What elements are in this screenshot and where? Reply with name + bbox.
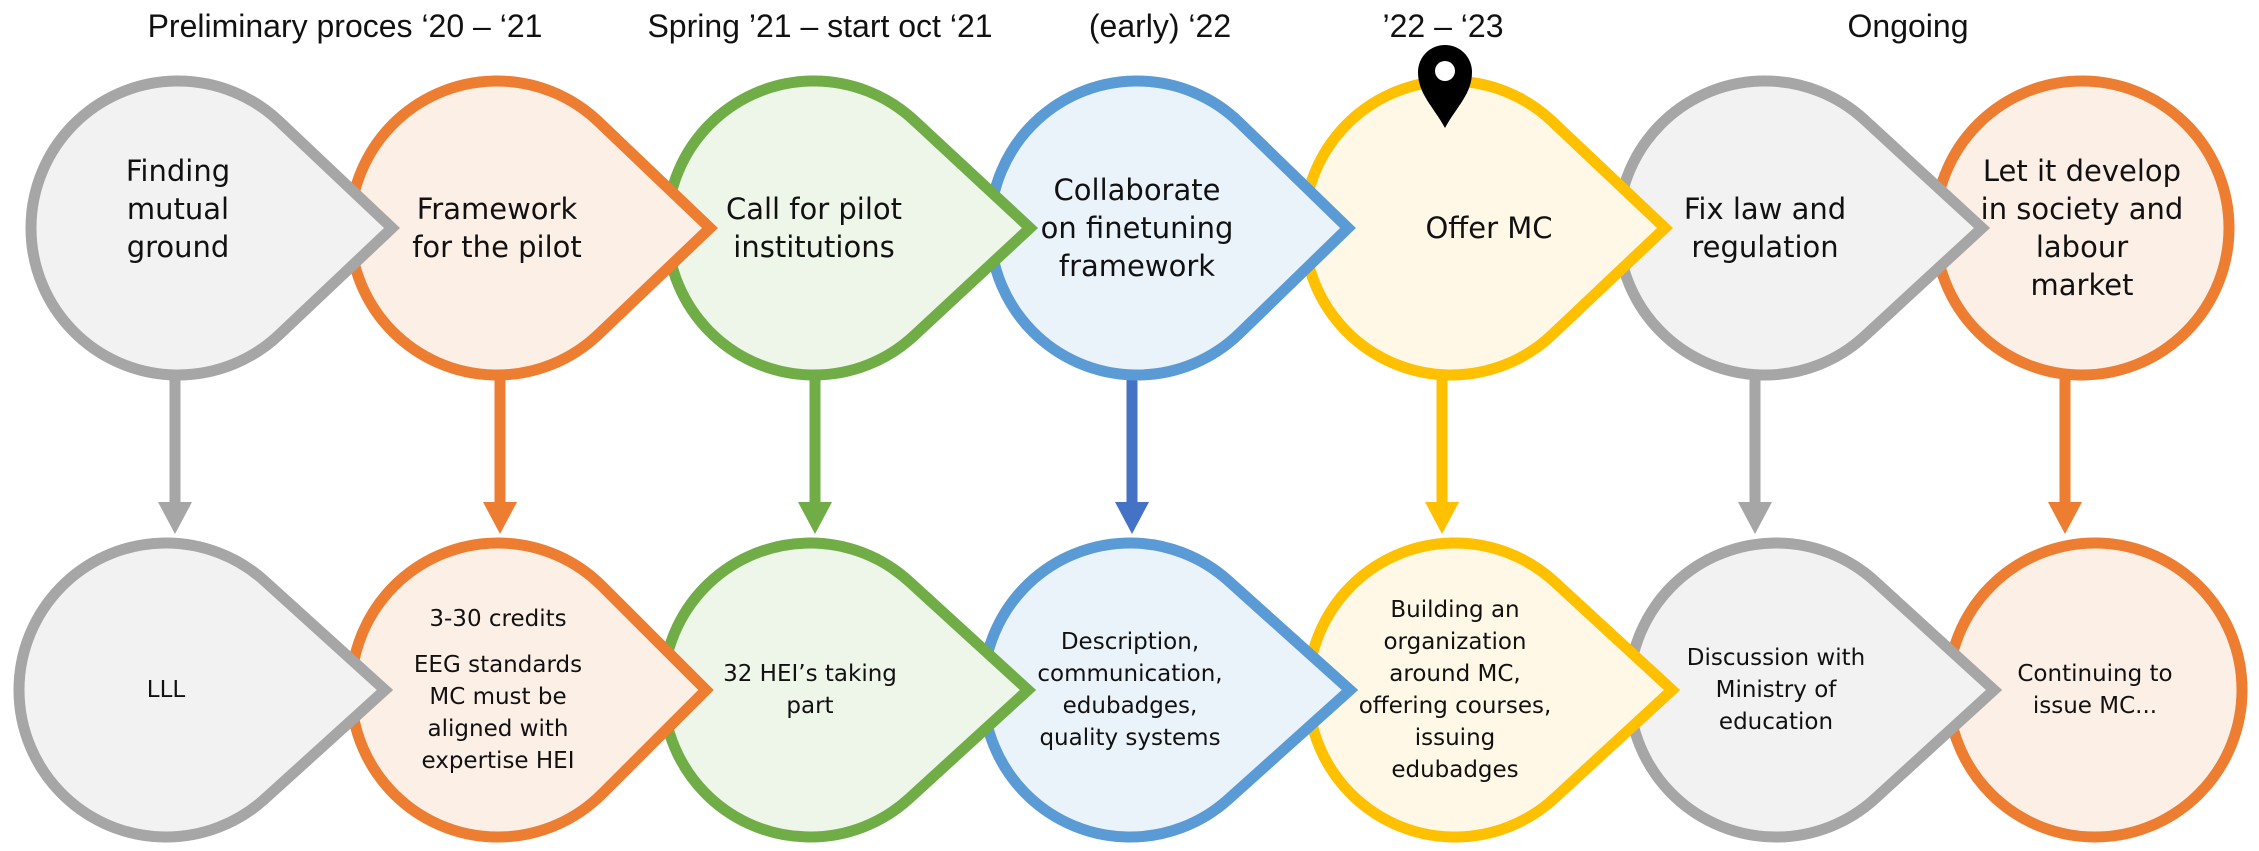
detail-building-organization: Building an organization around MC, offe…	[1325, 560, 1585, 820]
detail-description: Description, communication, edubadges, q…	[1000, 560, 1260, 820]
location-pin-icon	[1418, 45, 1472, 128]
down-arrow-fix-law-regulation	[1738, 378, 1772, 534]
step-finding-mutual-ground: Finding mutual ground	[125, 154, 231, 264]
phase-label-ongoing: Ongoing	[1847, 8, 1969, 44]
detail-credits-range: 3-30 credits	[429, 606, 567, 632]
step-let-it-develop: Let it develop in society and labour mar…	[1980, 154, 2184, 302]
phase-label-spring-21: Spring ’21 – start oct ‘21	[647, 8, 993, 44]
detail-ministry-discussion-text: Discussion with Ministry of education	[1686, 645, 1866, 735]
down-arrow-framework-pilot	[483, 378, 517, 534]
step-collaborate-finetuning: Collaborate on finetuning framework	[1040, 173, 1234, 283]
step-framework-pilot: Framework for the pilot	[412, 192, 582, 264]
detail-building-organization-text: Building an organization around MC, offe…	[1358, 597, 1552, 783]
step-fix-law-regulation: Fix law and regulation	[1683, 192, 1847, 264]
detail-hei-count: 32 HEI’s taking part	[680, 560, 940, 820]
top-node-collaborate-finetuning	[984, 75, 1356, 381]
detail-eeg-standards: EEG standards MC must be aligned with ex…	[413, 652, 583, 774]
bottom-node-finding-mutual-ground	[13, 537, 394, 843]
down-arrow-offer-mc	[1425, 378, 1459, 534]
detail-ministry-discussion: Discussion with Ministry of education	[1646, 560, 1906, 820]
detail-continuing-text: Continuing to issue MC...	[2017, 661, 2173, 719]
phase-label-early-22: (early) ‘22	[1088, 8, 1232, 44]
detail-hei-count-text: 32 HEI’s taking part	[723, 661, 897, 719]
top-node-finding-mutual-ground	[25, 75, 401, 381]
detail-lll-text: LLL	[146, 677, 186, 703]
phase-label-22-23: ’22 – ‘23	[1382, 8, 1504, 44]
detail-credits: 3-30 credits EEG standards MC must be al…	[368, 560, 628, 820]
step-offer-mc: Offer MC	[1425, 211, 1553, 245]
detail-continuing: Continuing to issue MC...	[1965, 560, 2225, 820]
detail-lll: LLL	[36, 560, 296, 820]
down-arrow-collaborate-finetuning	[1115, 378, 1149, 534]
down-arrow-call-pilot-institutions	[798, 378, 832, 534]
top-node-call-pilot-institutions	[661, 75, 1039, 381]
down-arrow-let-it-develop	[2048, 378, 2082, 534]
bottom-node-offer-mc	[1302, 537, 1681, 843]
down-arrow-finding-mutual-ground	[158, 378, 192, 534]
step-call-pilot-institutions: Call for pilot institutions	[725, 192, 903, 264]
phase-label-preliminary: Preliminary proces ‘20 – ‘21	[147, 8, 543, 44]
detail-description-text: Description, communication, edubadges, q…	[1037, 629, 1223, 751]
